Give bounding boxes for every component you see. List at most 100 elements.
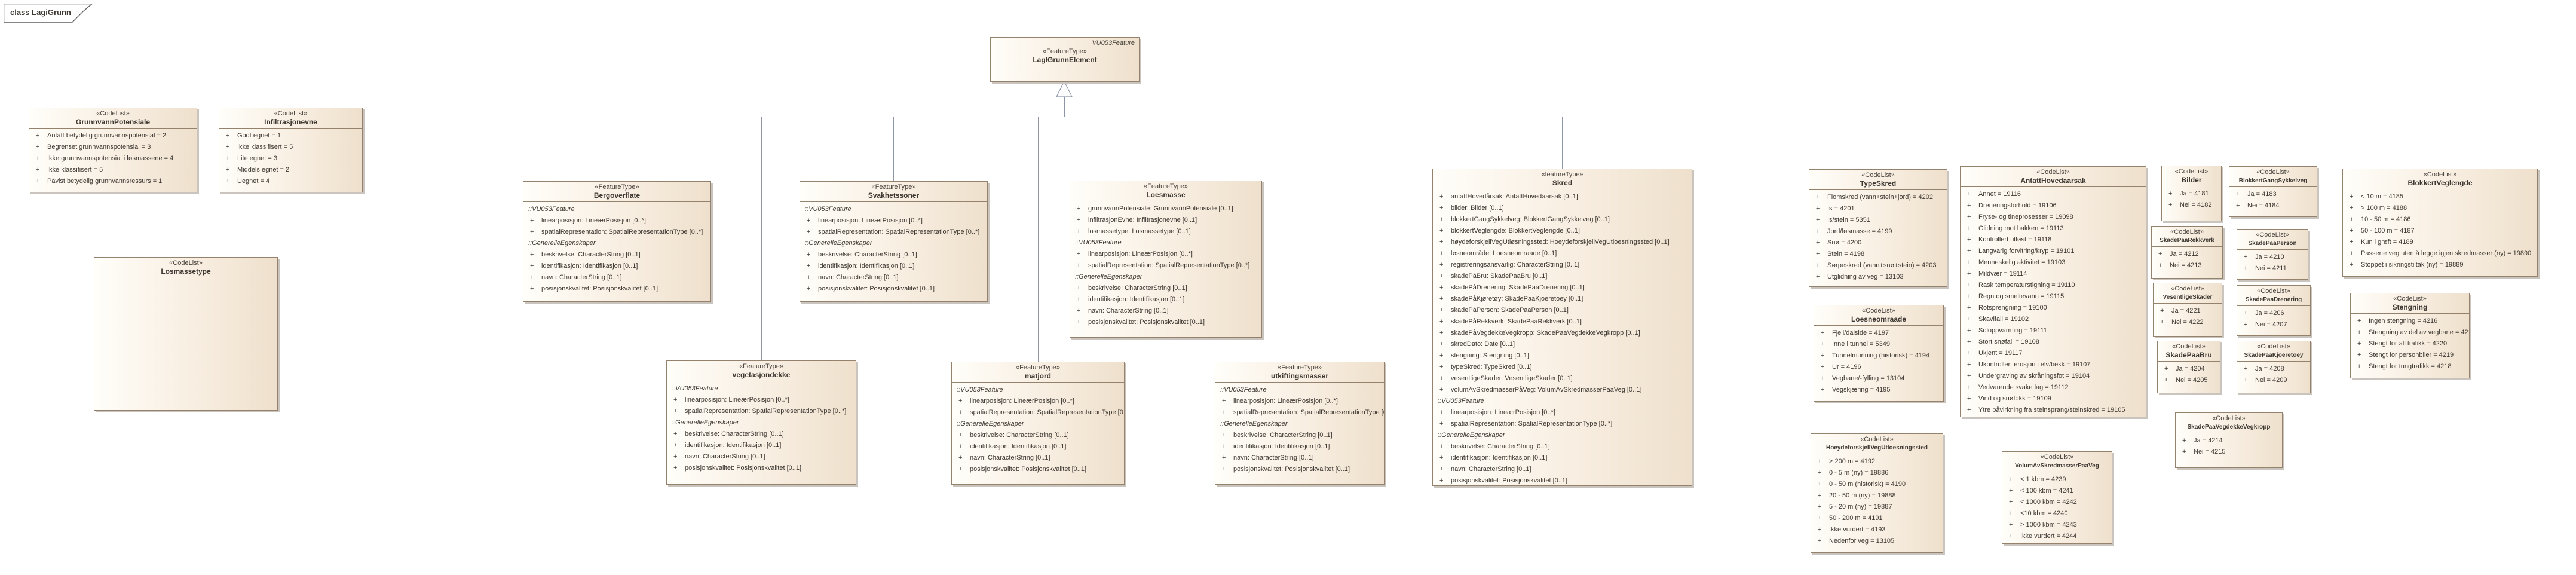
class-header: «CodeList»SkadePaaPerson (2237, 230, 2308, 249)
attribute-row: +navn: CharacterString [0..1] (1070, 305, 1261, 317)
class-vesentlige-skader[interactable]: «CodeList»VesentligeSkader+Ja = 4221+Nei… (2153, 283, 2222, 337)
attribute-text: Is = 4201 (1827, 205, 1855, 212)
visibility-symbol: + (1439, 250, 1444, 257)
class-blokkert-gang-sykkelveg[interactable]: «CodeList»BlokkertGangSykkelveg+Ja = 418… (2229, 166, 2317, 217)
attribute-text: Nei = 4207 (2255, 321, 2287, 328)
attribute-row: +0 - 5 m (ny) = 19886 (1811, 467, 1943, 479)
class-skade-paa-kjoeretoey[interactable]: «CodeList»SkadePaaKjoeretoey+Ja = 4208+N… (2237, 341, 2311, 393)
attribute-text: identifikasjon: Identifikasjon [0..1] (970, 443, 1067, 450)
attribute-row: +skredDato: Date [0..1] (1433, 339, 1692, 350)
class-antatt-hovedaarsak[interactable]: «CodeList»AntattHovedaarsak+Annet = 1911… (1960, 166, 2146, 417)
attribute-row: +Ur = 4196 (1814, 362, 1943, 373)
visibility-symbol: + (673, 453, 678, 460)
class-stereotype: «CodeList» (2257, 288, 2290, 295)
class-skred[interactable]: «featureType»Skred+antattHovedårsak: Ant… (1432, 169, 1692, 486)
class-header: «CodeList» SkadePaaVegdekkeVegkropp (2176, 413, 2282, 433)
visibility-symbol: + (1816, 239, 1820, 246)
attribute-row: +Annet = 19116 (1961, 189, 2146, 200)
visibility-symbol: + (1821, 386, 1825, 393)
class-skade-paa-bru[interactable]: «CodeList»SkadePaaBru+Ja = 4204+Nei = 42… (2157, 341, 2220, 393)
class-header: «FeatureType»utkiftingsmasser (1215, 362, 1384, 382)
visibility-symbol: + (1816, 228, 1820, 235)
attribute-text: Passerte veg uten å legge igjen skredmas… (2361, 250, 2532, 257)
attribute-text: beskrivelse: CharacterString [0..1] (1451, 443, 1550, 450)
attribute-row: +beskrivelse: CharacterString [0..1] (667, 429, 856, 440)
class-grunnvann-potensiale[interactable]: «CodeList»GrunnvannPotensiale+Antatt bet… (29, 108, 197, 192)
visibility-symbol: + (530, 228, 534, 235)
visibility-symbol: + (2009, 476, 2013, 483)
class-name: HoeydeforskjellVegUtloesningssted (1825, 445, 1928, 451)
inherited-section-label: ::VU053Feature (1075, 239, 1122, 246)
attribute-row: +Nedenfor veg = 13105 (1811, 536, 1943, 547)
class-name: Skred (1552, 179, 1573, 187)
visibility-symbol: + (1439, 363, 1444, 371)
attribute-text: Flomskred (vann+stein+jord) = 4202 (1827, 194, 1934, 201)
attribute-row: +Vegbane/-fylling = 13104 (1814, 373, 1943, 384)
attribute-row: +spatialRepresentation: SpatialRepresent… (1433, 418, 1692, 430)
class-bilder[interactable]: «CodeList»Bilder+Ja = 4181+Nei = 4182 (2161, 166, 2222, 221)
class-loesneomraade[interactable]: «CodeList»Loesneomraade+Fjell/dalside = … (1814, 305, 1944, 402)
class-infiltrasjonevne[interactable]: «CodeList»Infiltrasjonevne+Godt egnet = … (219, 108, 363, 192)
class-skade-paa-rekkverk[interactable]: «CodeList»SkadePaaRekkverk+Ja = 4212+Nei… (2151, 226, 2223, 279)
visibility-symbol: + (530, 217, 534, 224)
class-vegetasjondekke[interactable]: «FeatureType»vegetasjondekke::VU053Featu… (666, 360, 856, 485)
class-name: Bilder (2181, 176, 2202, 184)
class-stereotype: «FeatureType» (1016, 364, 1060, 371)
attribute-text: typeSkred: TypeSkred [0..1] (1451, 363, 1532, 371)
attribute-row: +Fjell/dalside = 4197 (1814, 328, 1943, 339)
visibility-symbol: + (2244, 253, 2248, 261)
visibility-symbol: + (1821, 375, 1825, 382)
class-stengning[interactable]: «CodeList»Stengning+Ingen stengning = 42… (2350, 293, 2470, 378)
class-matjord[interactable]: «FeatureType»matjord::VU053Feature+linea… (951, 362, 1125, 485)
inherited-section-label: ::GenerelleEgenskaper (672, 419, 739, 426)
class-name: TypeSkred (1860, 179, 1897, 188)
attribute-compartment: +Godt egnet = 1+Ikke klassifisert = 5+Li… (219, 128, 362, 188)
visibility-symbol: + (1816, 216, 1820, 224)
class-lag-i-grunn-element[interactable]: VU053Feature«FeatureType»LagIGrunnElemen… (990, 37, 1140, 82)
attribute-text: identifikasjon: Identifikasjon [0..1] (1233, 443, 1330, 450)
attribute-text: 0 - 5 m (ny) = 19886 (1829, 469, 1889, 476)
class-volum-av-skredmasser-paa-veg[interactable]: «CodeList»VolumAvSkredmasserPaaVeg+< 1 k… (2002, 451, 2112, 544)
attribute-compartment: +Ja = 4206+Nei = 4207 (2237, 305, 2310, 332)
class-header: «CodeList»VesentligeSkader (2154, 283, 2222, 303)
class-loesmasse[interactable]: «FeatureType»Loesmasse+grunnvannPotensia… (1070, 181, 1262, 338)
class-stereotype: «CodeList» (1862, 307, 1895, 314)
class-bergoverflate[interactable]: «FeatureType»Bergoverflate::VU053Feature… (523, 181, 711, 302)
attribute-text: Stort snøfall = 19108 (1978, 338, 2039, 345)
class-hoeydeforskjell-veg-utloesningssted[interactable]: «CodeList»HoeydeforskjellVegUtloesningss… (1811, 433, 1943, 553)
attribute-row: +Middels egnet = 2 (219, 164, 362, 176)
class-svakhetssoner[interactable]: «FeatureType»Svakhetssoner::VU053Feature… (800, 181, 988, 302)
attribute-text: Snø = 4200 (1827, 239, 1862, 246)
class-name: SkadePaaVegdekkeVegkropp (2187, 424, 2271, 430)
class-utkiftingsmasser[interactable]: «FeatureType»utkiftingsmasser::VU053Feat… (1215, 362, 1385, 485)
class-blokkert-veglengde[interactable]: «CodeList»BlokkertVeglengde+< 10 m = 418… (2342, 169, 2538, 277)
visibility-symbol: + (1818, 492, 1822, 499)
attribute-compartment: + Flomskred (vann+stein+jord) = 4202 + Is =… (1809, 189, 1947, 284)
visibility-symbol: + (673, 396, 678, 403)
visibility-symbol: + (1967, 350, 1971, 357)
attribute-row: +bilder: Bilder [0..1] (1433, 203, 1692, 214)
visibility-symbol: + (2168, 201, 2173, 209)
inherited-section-label: ::GenerelleEgenskaper (1220, 420, 1288, 427)
attribute-row: +Begrenset grunnvannspotensial = 3 (29, 142, 197, 153)
class-name: matjord (1024, 372, 1051, 380)
attribute-row: +Stort snøfall = 19108 (1961, 337, 2146, 348)
visibility-symbol: + (36, 166, 40, 173)
attribute-row: +Ikke vurdert = 4193 (1811, 524, 1943, 536)
attribute-text: <10 kbm = 4240 (2020, 510, 2068, 517)
class-typeskred[interactable]: «CodeList»TypeSkred+Flomskred (vann+stei… (1809, 169, 1947, 287)
class-name: BlokkertVeglengde (2407, 179, 2473, 187)
class-skade-paa-drenering[interactable]: «CodeList»SkadePaaDrenering+Ja = 4206+Ne… (2237, 285, 2311, 336)
attribute-text: Antatt betydelig grunnvannspotensial = 2 (47, 132, 167, 139)
attribute-row: +20 - 50 m (ny) = 19888 (1811, 490, 1943, 501)
visibility-symbol: + (1816, 273, 1820, 280)
class-skade-paa-vegdekke-vegkropp[interactable]: «CodeList»SkadePaaVegdekkeVegkropp+Ja = … (2175, 412, 2283, 468)
visibility-symbol: + (1439, 227, 1444, 234)
class-losmassetype[interactable]: «CodeList»Losmassetype (94, 257, 278, 411)
visibility-symbol: + (807, 228, 811, 235)
class-skade-paa-person[interactable]: «CodeList»SkadePaaPerson+Ja = 4210+Nei =… (2237, 229, 2308, 280)
attribute-text: Middels egnet = 2 (237, 166, 290, 173)
class-stereotype: «CodeList» (96, 110, 130, 117)
class-stereotype: «CodeList» (2212, 415, 2246, 422)
visibility-symbol: + (1816, 250, 1820, 258)
